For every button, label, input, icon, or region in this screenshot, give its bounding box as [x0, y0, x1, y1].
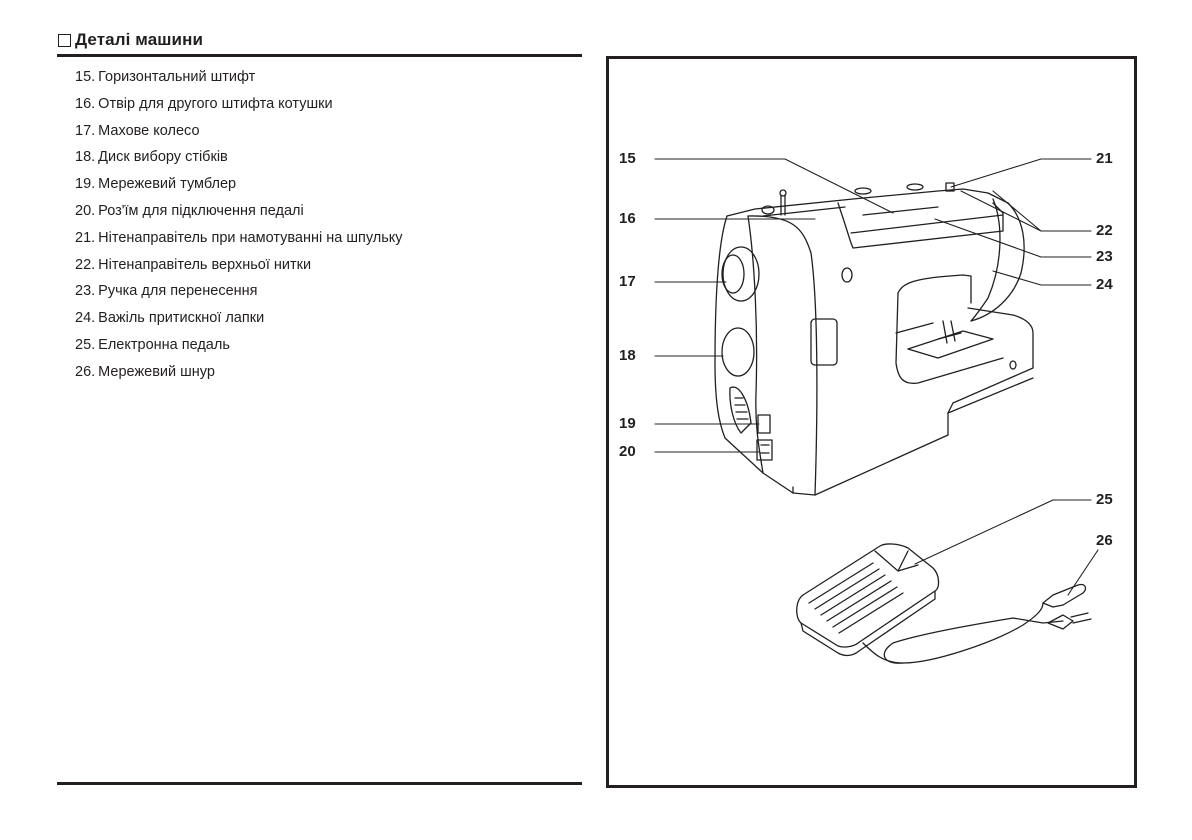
callout-18: 18	[619, 347, 636, 364]
item-label: Електронна педаль	[98, 336, 230, 353]
callout-25: 25	[1096, 491, 1113, 508]
callout-26: 26	[1096, 532, 1113, 549]
callout-15: 15	[619, 150, 636, 167]
item-number: 21.	[75, 229, 96, 246]
list-item: 19.Мережевий тумблер	[75, 171, 403, 198]
leader-26	[1067, 549, 1099, 596]
item-number: 17.	[75, 122, 96, 139]
leader-25	[914, 499, 1092, 565]
checkbox-icon	[58, 33, 71, 47]
section-title: Деталі машини	[75, 30, 204, 49]
sewing-machine-drawing	[714, 182, 1034, 496]
item-number: 19.	[75, 176, 96, 193]
item-label: Махове колесо	[98, 122, 200, 139]
item-label: Мережевий тумблер	[98, 176, 237, 193]
machine-diagram-frame: 15 16 17 18 19 20 21 22 23 24 25 26	[606, 56, 1137, 788]
leader-24	[992, 270, 1092, 286]
callout-leaders	[654, 158, 1099, 596]
item-label: Мережевий шнур	[98, 363, 215, 380]
list-item: 22.Нітенаправітель верхньої нитки	[75, 252, 403, 279]
item-number: 18.	[75, 149, 96, 166]
item-label: Ручка для перенесення	[98, 283, 258, 300]
list-item: 18.Диск вибору стібків	[75, 144, 403, 171]
item-number: 24.	[75, 310, 96, 327]
item-label: Роз'їм для підключення педалі	[98, 202, 304, 219]
callout-23: 23	[1096, 248, 1113, 265]
callout-20: 20	[619, 443, 636, 460]
foot-pedal-drawing	[796, 543, 1092, 664]
list-item: 25.Електронна педаль	[75, 332, 403, 359]
list-item: 20.Роз'їм для підключення педалі	[75, 198, 403, 225]
bottom-rule	[57, 782, 582, 785]
leader-23	[934, 218, 1092, 258]
list-item: 21.Нітенаправітель при намотуванні на шп…	[75, 225, 403, 252]
list-item: 17.Махове колесо	[75, 118, 403, 145]
list-item: 26.Мережевий шнур	[75, 359, 403, 386]
callout-16: 16	[619, 210, 636, 227]
list-item: 24.Важіль притискної лапки	[75, 305, 403, 332]
item-number: 22.	[75, 256, 96, 273]
item-label: Диск вибору стібків	[98, 149, 228, 166]
parts-list: 15.Горизонтальний штифт 16.Отвір для дру…	[75, 64, 403, 386]
list-item: 23.Ручка для перенесення	[75, 278, 403, 305]
callout-24: 24	[1096, 276, 1113, 293]
item-label: Важіль притискної лапки	[98, 310, 265, 327]
top-rule	[57, 54, 582, 57]
item-number: 25.	[75, 336, 96, 353]
item-number: 23.	[75, 283, 96, 300]
item-number: 20.	[75, 202, 96, 219]
callout-22: 22	[1096, 222, 1113, 239]
list-item: 15.Горизонтальний штифт	[75, 64, 403, 91]
leader-21	[950, 158, 1092, 188]
list-item: 16.Отвір для другого штифта котушки	[75, 91, 403, 118]
sewing-machine-illustration	[654, 158, 1099, 664]
callout-19: 19	[619, 415, 636, 432]
callout-21: 21	[1096, 150, 1113, 167]
item-label: Нітенаправітель верхньої нитки	[98, 256, 312, 273]
item-number: 26.	[75, 363, 96, 380]
item-number: 16.	[75, 95, 96, 112]
item-number: 15.	[75, 69, 96, 85]
leader-15	[654, 158, 894, 214]
section-heading: Деталі машини	[58, 30, 203, 50]
item-label: Отвір для другого штифта котушки	[98, 95, 333, 112]
callout-17: 17	[619, 273, 636, 290]
item-label: Горизонтальний штифт	[98, 69, 256, 85]
leader-22	[960, 190, 1092, 232]
item-label: Нітенаправітель при намотуванні на шпуль…	[98, 229, 403, 246]
